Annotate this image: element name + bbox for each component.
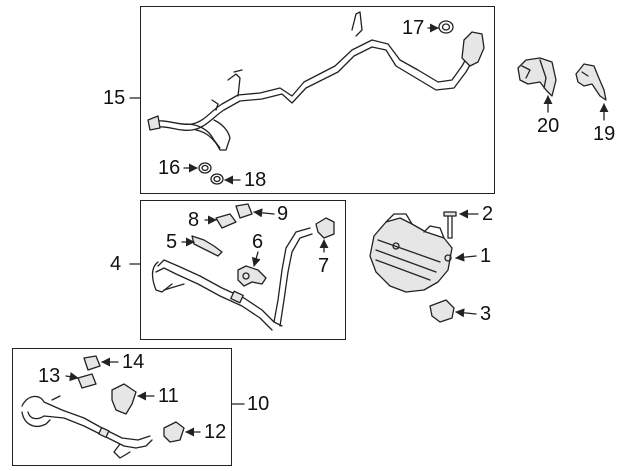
callout-10: 10 (247, 393, 270, 415)
cooler-hose-assembly-part (21, 395, 153, 459)
callout-14: 14 (122, 351, 145, 373)
callout-13: 13 (38, 365, 61, 387)
oil-cooler-part (369, 213, 453, 293)
callout-17: 17 (402, 17, 425, 39)
bracket-19-part (575, 63, 607, 101)
callout-15: 15 (103, 87, 126, 109)
callout-5: 5 (166, 231, 178, 253)
seal-8-part (215, 213, 237, 229)
o-ring-17-part (438, 20, 454, 34)
callout-12: 12 (204, 421, 227, 443)
bolt-2-part (443, 211, 457, 239)
callout-4: 4 (110, 253, 122, 275)
callout-3: 3 (480, 303, 492, 325)
leader-lines (65, 23, 609, 437)
o-ring-16-part (198, 162, 212, 174)
group-box-10 (12, 348, 232, 466)
callout-20: 20 (537, 115, 560, 137)
clip-12-part (163, 421, 185, 443)
callout-16: 16 (158, 157, 181, 179)
seal-13-part (77, 373, 97, 389)
callout-9: 9 (277, 203, 289, 225)
cooler-tube-assembly-part (151, 227, 313, 331)
connector-11-part (111, 383, 137, 415)
bracket-3-part (429, 299, 455, 323)
callout-8: 8 (188, 209, 200, 231)
callout-11: 11 (158, 385, 179, 407)
seal-9-part (235, 203, 253, 219)
seal-14-part (83, 355, 101, 371)
heat-shield-5-part (191, 235, 223, 257)
clip-7-part (315, 217, 335, 239)
group-box-4 (140, 200, 346, 340)
callout-1: 1 (480, 245, 492, 267)
callout-2: 2 (482, 203, 494, 225)
bracket-6-part (237, 265, 267, 287)
callout-7: 7 (318, 255, 330, 277)
o-ring-18-part (210, 173, 224, 185)
cooler-line-assembly-part (147, 11, 485, 151)
callout-18: 18 (244, 169, 267, 191)
group-box-15 (140, 6, 495, 194)
bracket-20-part (517, 57, 557, 97)
callout-19: 19 (593, 123, 616, 145)
callout-6: 6 (252, 231, 264, 253)
